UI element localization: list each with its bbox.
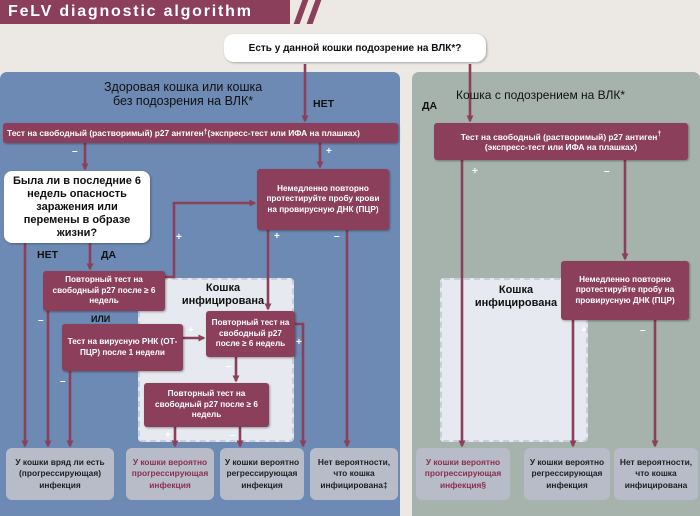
result-not-infected-right: Нет вероятности, что кошка инфицирована bbox=[614, 448, 698, 500]
minus-sign: – bbox=[226, 361, 232, 372]
arrow-repeat-b-positive bbox=[295, 322, 307, 448]
title-bar: FeLV diagnostic algorithm bbox=[0, 0, 290, 24]
top-question-box: Есть у данной кошки подозрение на ВЛК*? bbox=[224, 34, 486, 62]
result-text: Нет вероятности, что кошка инфицирована‡ bbox=[317, 456, 391, 490]
immediate-pcr-node-right: Немедленно повторно протестируйте пробу … bbox=[561, 261, 689, 320]
result-regressive-left: У кошки вероятно регрессирующая инфекция bbox=[220, 448, 304, 500]
p27-test-tail: (экспресс-тест или ИФА на плашках) bbox=[207, 127, 360, 138]
repeat-p27-node: Повторный тест на свободный p27 после ≥ … bbox=[43, 271, 165, 311]
repeat-p27-node-c: Повторный тест на свободный p27 после ≥ … bbox=[144, 383, 269, 427]
result-regressive-right: У кошки вероятно регрессирующая инфекция bbox=[524, 448, 610, 500]
infected-label-right: Кошка инфицирована bbox=[474, 284, 558, 309]
right-panel-heading: Кошка с подозрением на ВЛК* bbox=[456, 88, 626, 102]
minus-sign: – bbox=[60, 376, 66, 387]
plus-sign: + bbox=[296, 337, 302, 348]
branch-yes-label: ДА bbox=[422, 100, 438, 112]
result-text: У кошки вероятно прогрессирующая инфекци… bbox=[424, 456, 502, 490]
left-panel-heading-line2: без подозрения на ВЛК* bbox=[113, 94, 254, 108]
immediate-pcr-node-left: Немедленно повторно протестируйте пробу … bbox=[257, 169, 389, 230]
branch-no-label: НЕТ bbox=[313, 98, 334, 110]
exposure-question-text: Была ли в последние 6 недель опасность з… bbox=[12, 174, 142, 239]
plus-sign: + bbox=[165, 430, 171, 441]
plus-sign: + bbox=[188, 325, 194, 336]
minus-sign: – bbox=[604, 166, 610, 177]
dagger-mark: † bbox=[657, 130, 662, 138]
result-unlikely-infection: У кошки вряд ли есть (прогрессирующая) и… bbox=[6, 448, 114, 500]
repeat-p27-node-b: Повторный тест на свободный p27 после ≥ … bbox=[206, 311, 295, 357]
result-progressive-left: У кошки вероятно прогрессирующая инфекци… bbox=[126, 448, 214, 500]
plus-sign: + bbox=[581, 325, 587, 336]
plus-sign: + bbox=[274, 231, 280, 242]
rna-test-node: Тест на вирусную РНК (ОТ-ПЦР) после 1 не… bbox=[62, 324, 183, 371]
rna-test-text: Тест на вирусную РНК (ОТ-ПЦР) после 1 не… bbox=[67, 336, 178, 357]
arrow-repeat-positive bbox=[165, 199, 257, 279]
minus-sign: – bbox=[640, 325, 646, 336]
result-text: Нет вероятности, что кошка инфицирована bbox=[619, 456, 693, 490]
question-no-label: НЕТ bbox=[37, 249, 58, 261]
plus-sign: + bbox=[326, 146, 332, 157]
result-text: У кошки вероятно прогрессирующая инфекци… bbox=[131, 456, 209, 490]
p27-test-text: Тест на свободный (растворимый) p27 анти… bbox=[7, 127, 204, 138]
repeat-p27-text: Повторный тест на свободный p27 после ≥ … bbox=[52, 275, 156, 306]
left-panel-heading: Здоровая кошка или кошка без подозрения … bbox=[104, 80, 262, 108]
infected-label-left: Кошка инфицирована bbox=[181, 282, 265, 307]
or-label: ИЛИ bbox=[91, 314, 111, 324]
exposure-question-box: Была ли в последние 6 недель опасность з… bbox=[4, 171, 150, 243]
minus-sign: – bbox=[230, 430, 236, 441]
diagram-title: FeLV diagnostic algorithm bbox=[8, 3, 253, 20]
minus-sign: – bbox=[72, 146, 78, 157]
immediate-pcr-text-left: Немедленно повторно протестируйте пробу … bbox=[266, 183, 380, 214]
result-text: У кошки вероятно регрессирующая инфекция bbox=[224, 456, 300, 490]
p27-test-node-left: Тест на свободный (растворимый) p27 анти… bbox=[3, 123, 398, 143]
minus-sign: – bbox=[334, 231, 340, 242]
immediate-pcr-text-right: Немедленно повторно протестируйте пробу … bbox=[575, 274, 675, 305]
result-text: У кошки вряд ли есть (прогрессирующая) и… bbox=[15, 456, 105, 490]
plus-sign: + bbox=[472, 166, 478, 177]
p27-test-text-right: Тест на свободный (растворимый) p27 анти… bbox=[460, 131, 658, 142]
repeat-p27-text-b: Повторный тест на свободный p27 после ≥ … bbox=[211, 318, 290, 349]
p27-test-tail-right: (экспресс-тест или ИФА на плашках) bbox=[484, 142, 638, 153]
result-progressive-right: У кошки вероятно прогрессирующая инфекци… bbox=[416, 448, 510, 500]
dagger-mark: † bbox=[203, 129, 208, 137]
question-yes-label: ДА bbox=[101, 249, 117, 261]
result-text: У кошки вероятно регрессирующая инфекция bbox=[529, 456, 605, 490]
result-not-infected-left: Нет вероятности, что кошка инфицирована‡ bbox=[310, 448, 398, 500]
p27-test-node-right: Тест на свободный (растворимый) p27 анти… bbox=[434, 123, 688, 160]
repeat-p27-text-c: Повторный тест на свободный p27 после ≥ … bbox=[155, 389, 258, 420]
minus-sign: – bbox=[38, 315, 44, 326]
top-question-text: Есть у данной кошки подозрение на ВЛК*? bbox=[248, 42, 462, 54]
plus-sign: + bbox=[176, 232, 182, 243]
left-panel-heading-line1: Здоровая кошка или кошка bbox=[104, 80, 263, 94]
